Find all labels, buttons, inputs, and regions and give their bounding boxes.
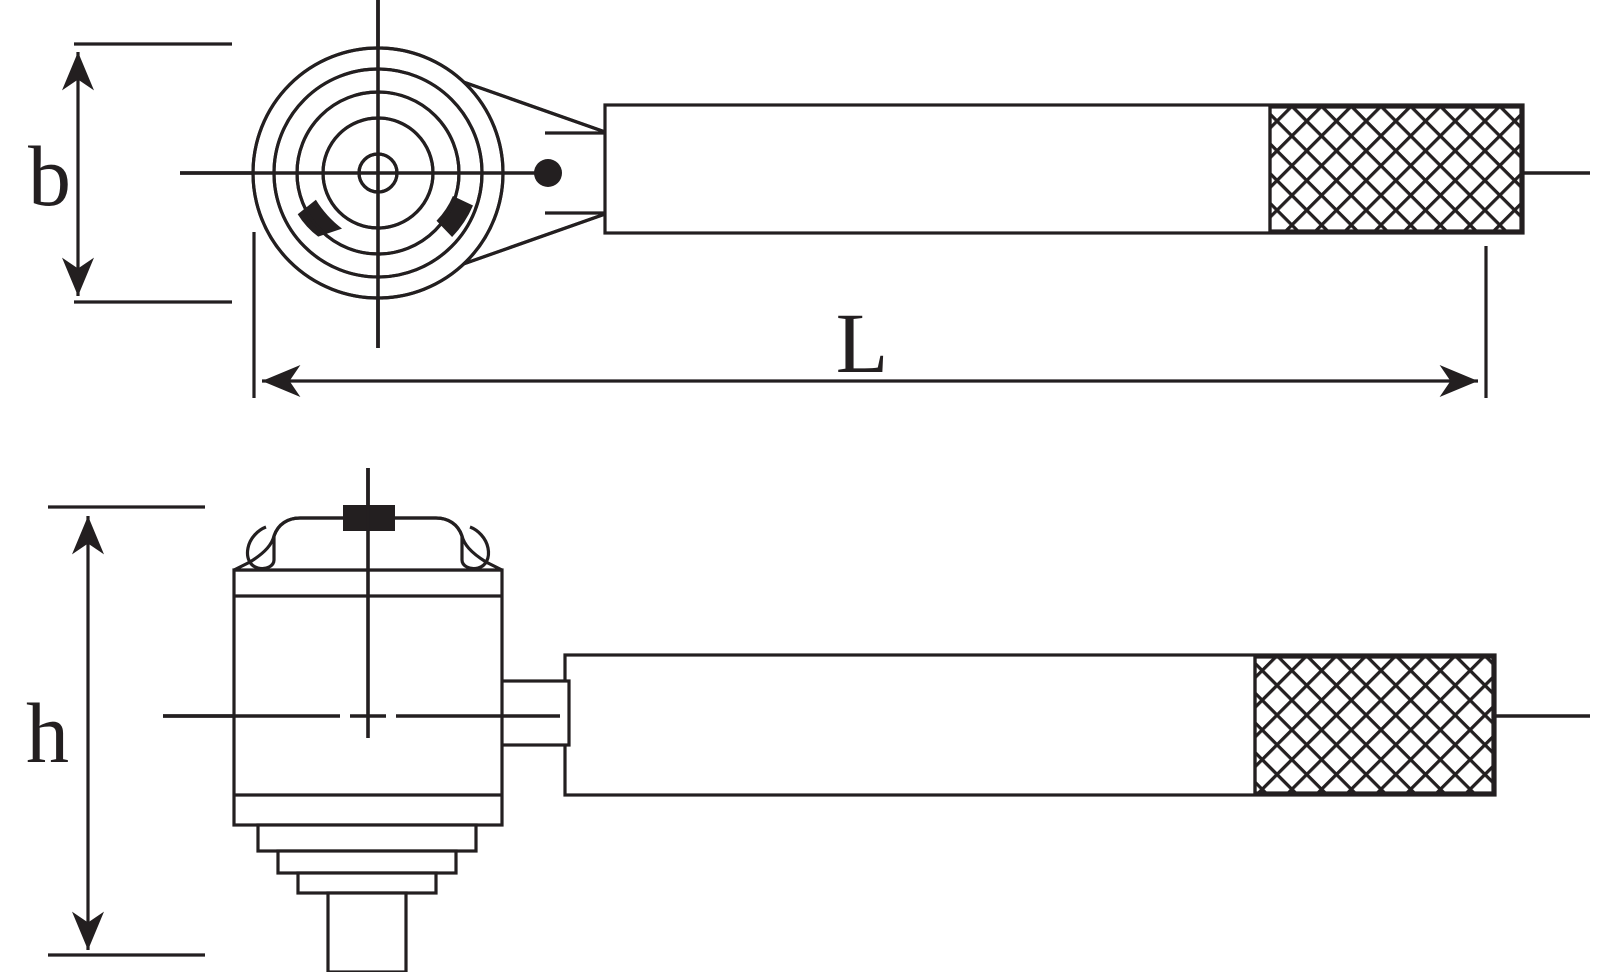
plan-view — [180, 0, 1525, 348]
dimension-label-b: b — [28, 128, 71, 224]
elev-head-cap-inner-right — [460, 525, 491, 571]
dimension-label-L: L — [836, 295, 889, 391]
dimension-label-h: h — [26, 685, 69, 781]
pawl-pin-dot-icon — [534, 159, 562, 187]
square-drive-tang — [326, 891, 408, 972]
dimension-h — [48, 505, 205, 957]
pawl-segment-right — [436, 196, 473, 237]
elev-knurled-grip — [1255, 657, 1493, 793]
head-to-handle-taper-outline — [451, 76, 609, 270]
dimension-L — [252, 232, 1488, 398]
square-drive-step-1 — [256, 823, 478, 853]
square-drive-step-3 — [296, 871, 438, 895]
square-drive-step-2 — [276, 849, 458, 875]
plan-knurled-grip — [1270, 107, 1521, 231]
elev-neck — [493, 679, 571, 747]
pawl-segment-left — [297, 199, 342, 237]
elevation-view — [163, 468, 1497, 972]
elev-head-cap-inner — [245, 525, 276, 571]
dimension-b — [62, 42, 232, 304]
